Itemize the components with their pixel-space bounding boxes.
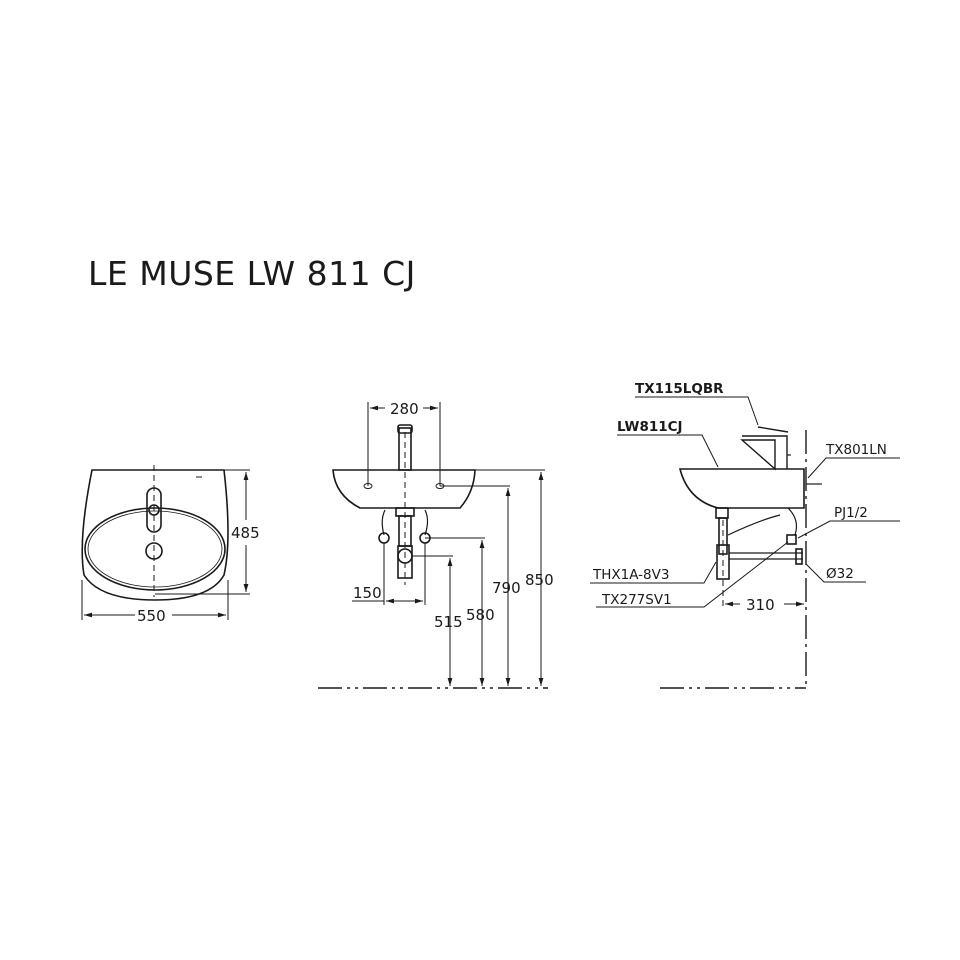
faucet-front	[398, 427, 412, 471]
dim-height-trap: 515	[434, 613, 463, 631]
drawing-title: LE MUSE LW 811 CJ	[88, 254, 416, 293]
label-bracket: TX801LN	[825, 442, 887, 458]
bowl-ellipse	[84, 507, 226, 591]
label-basin: LW811CJ	[617, 419, 683, 435]
stop-valve-side	[786, 534, 797, 545]
basin-outline-top	[81, 469, 229, 601]
dim-wall-offset: 310	[746, 596, 775, 614]
side-view	[590, 396, 900, 689]
dim-width: 550	[137, 607, 166, 625]
dim-height-supply: 580	[466, 606, 495, 624]
dim-supply-spacing: 150	[353, 584, 382, 602]
dim-hole-spacing: 280	[390, 400, 419, 418]
label-faucet: TX115LQBR	[635, 381, 724, 397]
basin-side	[678, 468, 805, 509]
dim-height-overflow: 790	[492, 579, 521, 597]
front-view	[318, 402, 548, 689]
dim-depth: 485	[231, 524, 260, 542]
label-supply-hose: TX277SV1	[601, 592, 672, 608]
label-stop-valve: PJ1/2	[834, 505, 868, 521]
label-trap: THX1A-8V3	[592, 567, 669, 583]
dim-height-rim: 850	[525, 571, 554, 589]
label-drain-dia: Ø32	[826, 566, 854, 582]
faucet-side	[740, 435, 788, 471]
top-view	[81, 465, 250, 620]
basin-front	[332, 469, 476, 509]
